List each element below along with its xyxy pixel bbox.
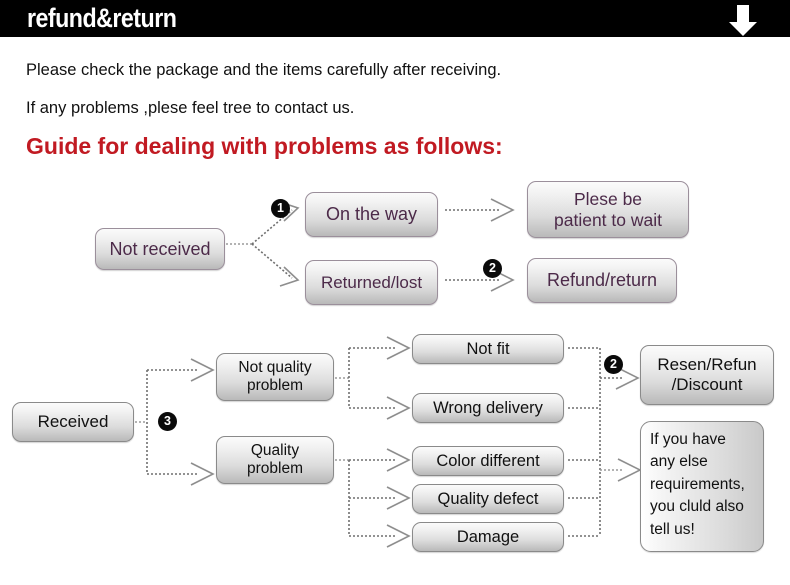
intro-line-2: If any problems ,plese feel tree to cont… (26, 99, 355, 117)
header-bar: refund&return (0, 0, 790, 37)
node-not-fit[interactable]: Not fit (412, 334, 564, 364)
note-line-3: requirements, (650, 475, 745, 493)
node-plese-be-patient[interactable]: Plese be patient to wait (527, 181, 689, 238)
node-damage[interactable]: Damage (412, 522, 564, 552)
down-arrow-icon (726, 3, 760, 37)
badge-2-top: 2 (483, 259, 502, 278)
node-resend-refund-discount[interactable]: Resen/Refun /Discount (640, 345, 774, 405)
node-on-the-way[interactable]: On the way (305, 192, 438, 237)
intro-line-1: Please check the package and the items c… (26, 61, 502, 79)
node-not-received[interactable]: Not received (95, 228, 225, 270)
note-box-extra-requirements: If you have any else requirements, you c… (640, 421, 764, 552)
note-line-5: tell us! (650, 520, 695, 538)
node-not-quality-problem[interactable]: Not quality problem (216, 353, 334, 401)
node-color-different[interactable]: Color different (412, 446, 564, 476)
node-wrong-delivery[interactable]: Wrong delivery (412, 393, 564, 423)
connector-notreceived-branch (218, 196, 313, 296)
page-title: refund&return (27, 3, 177, 33)
node-received[interactable]: Received (12, 402, 134, 442)
node-quality-problem[interactable]: Quality problem (216, 436, 334, 484)
badge-2-bottom: 2 (604, 355, 623, 374)
node-quality-defect[interactable]: Quality defect (412, 484, 564, 514)
node-returned-lost[interactable]: Returned/lost (305, 260, 438, 305)
note-line-2: any else (650, 453, 708, 471)
badge-3: 3 (158, 412, 177, 431)
connector-ontheway-patient (443, 196, 528, 226)
node-refund-return[interactable]: Refund/return (527, 258, 677, 303)
note-line-1: If you have (650, 431, 726, 448)
badge-1: 1 (271, 199, 290, 218)
note-line-4: you cluld also (650, 498, 744, 516)
guide-heading: Guide for dealing with problems as follo… (26, 133, 503, 159)
